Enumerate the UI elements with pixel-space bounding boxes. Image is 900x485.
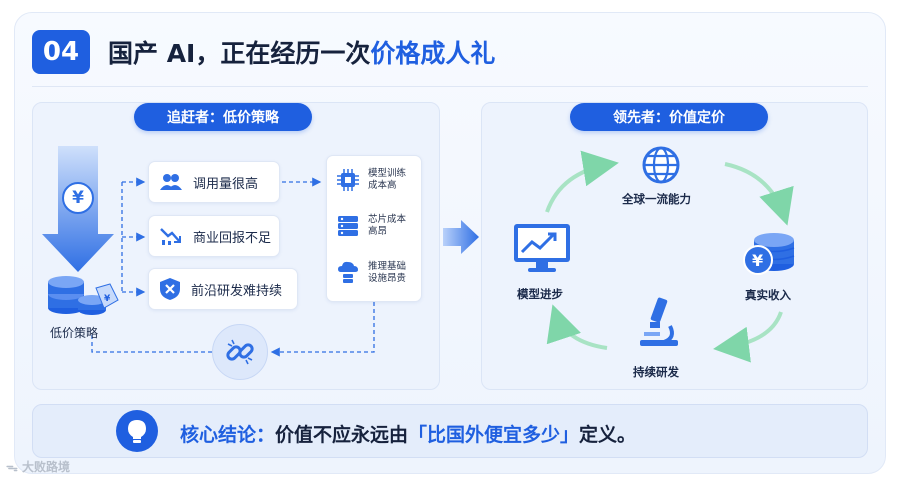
- effect-label-return: 商业回报不足: [193, 230, 272, 246]
- cycle-label-top: 全球一流能力: [622, 192, 691, 206]
- effect-box-usage: 调用量很高: [148, 161, 280, 203]
- lightbulb-icon: [116, 410, 158, 452]
- cycle-arrows: [545, 150, 794, 363]
- cloud-server-icon: [338, 261, 358, 283]
- cost-training-line2: 成本高: [368, 180, 397, 191]
- microscope-icon: [640, 297, 678, 346]
- svg-text:¥: ¥: [104, 294, 111, 304]
- globe-icon: [642, 146, 680, 184]
- section-number-badge: 04: [32, 30, 90, 74]
- conclusion-label: 核心结论：: [180, 424, 276, 446]
- title-highlight: 价格成人礼: [370, 39, 496, 68]
- yen-coin-icon: ¥: [62, 182, 94, 214]
- effect-label-usage: 调用量很高: [193, 176, 259, 192]
- title-plain: 国产 AI，正在经历一次: [108, 39, 371, 68]
- conclusion-highlight: 「比国外便宜多少」: [408, 424, 580, 446]
- right-panel-heading: 领先者：价值定价: [570, 103, 768, 131]
- cycle-label-right: 真实收入: [745, 288, 791, 302]
- cycle-label-left: 模型进步: [517, 287, 563, 301]
- coin-stack-icon: ¥: [48, 276, 119, 315]
- watermark-logo-icon: ᯓ: [6, 460, 18, 474]
- coins-icon: ¥: [743, 233, 795, 275]
- cost-item-training: 模型训练成本高: [336, 168, 406, 192]
- chip-icon: [337, 169, 359, 191]
- conclusion-bar: [32, 404, 868, 458]
- conclusion-text: 核心结论：价值不应永远由「比国外便宜多少」定义。: [180, 420, 636, 447]
- transition-arrow-icon: [443, 220, 479, 254]
- page-title: 国产 AI，正在经历一次价格成人礼: [108, 34, 495, 70]
- server-icon: [338, 216, 358, 236]
- cycle-label-bottom: 持续研发: [633, 365, 679, 379]
- watermark: ᯓ 大败路境: [6, 458, 70, 475]
- title-divider: [32, 86, 868, 87]
- cost-training-line1: 模型训练: [368, 168, 407, 179]
- declining-chart-icon: [159, 226, 183, 246]
- cost-infra-line1: 推理基础: [368, 261, 407, 272]
- monitor-chart-icon: [514, 224, 570, 272]
- cost-chip-line1: 芯片成本: [368, 214, 407, 225]
- cost-chip-line2: 高昂: [368, 226, 388, 237]
- effect-box-research: 前沿研发难持续: [148, 268, 298, 310]
- start-label: 低价策略: [50, 326, 99, 340]
- shield-x-icon: [159, 277, 181, 301]
- conclusion-after: 定义。: [579, 424, 637, 446]
- broken-link-icon: [212, 324, 268, 380]
- users-icon: [159, 172, 183, 192]
- cost-item-chip: 芯片成本高昂: [336, 214, 406, 238]
- svg-text:¥: ¥: [752, 251, 763, 270]
- effect-box-return: 商业回报不足: [148, 215, 280, 257]
- cost-infra-line2: 设施昂贵: [368, 273, 407, 284]
- watermark-text: 大败路境: [22, 460, 71, 474]
- conclusion-before: 价值不应永远由: [275, 424, 409, 446]
- cost-item-infra: 推理基础设施昂贵: [336, 260, 406, 286]
- effect-label-research: 前沿研发难持续: [191, 283, 283, 299]
- left-panel-heading: 追赶者：低价策略: [134, 103, 312, 131]
